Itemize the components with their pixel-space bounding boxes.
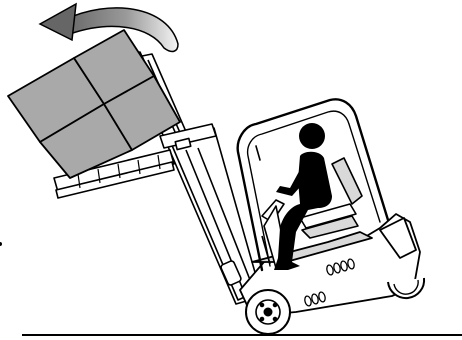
edge-mark bbox=[0, 242, 2, 246]
front-wheel bbox=[246, 290, 290, 334]
